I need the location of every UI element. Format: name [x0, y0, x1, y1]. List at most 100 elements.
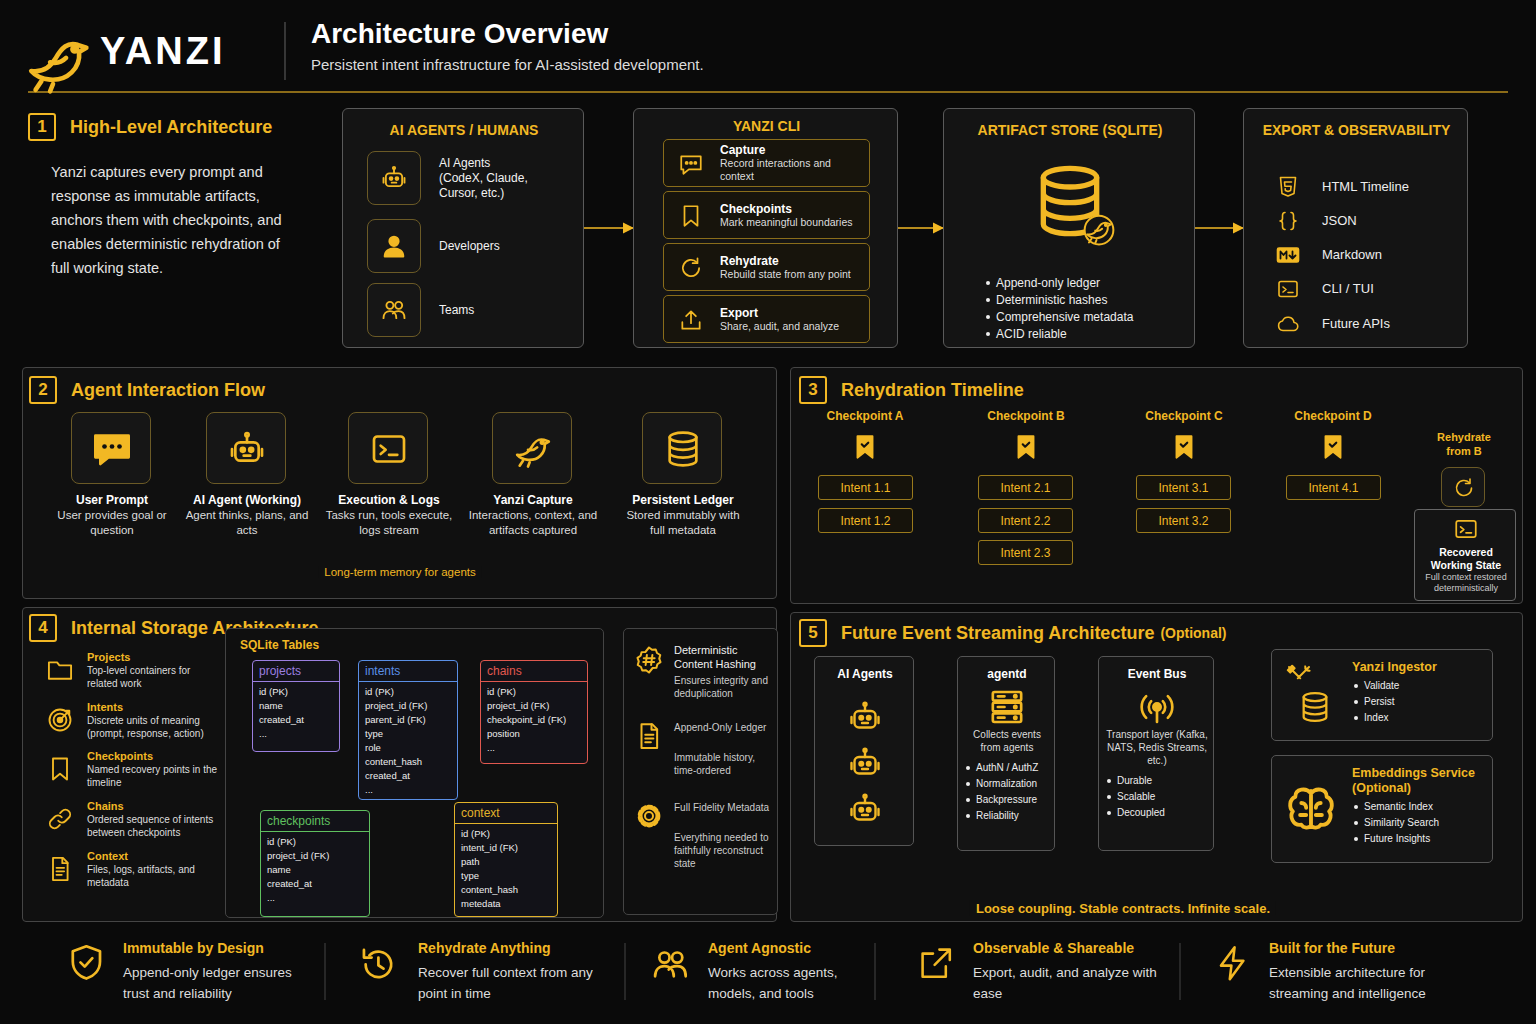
text-column: RehydrateRebuild state from any point [664, 244, 869, 290]
graphic-part [73, 946, 100, 978]
node-text: Stored immutably with full metadata [618, 508, 748, 538]
node-text: Recovered Working State [1418, 546, 1514, 572]
node-text: id (PK) [253, 685, 339, 699]
node-text: project_id (FK) [481, 699, 587, 713]
icon [46, 755, 74, 783]
table-box: checkpointsid (PK)project_id (FK)namecre… [260, 810, 370, 917]
node-text: Share, audit, and analyze [720, 320, 864, 333]
checkpoint-marker: Checkpoint A [852, 433, 878, 461]
node-text: chains [481, 661, 587, 682]
graphic-part [389, 236, 398, 245]
icon [227, 429, 267, 469]
icon [1282, 780, 1340, 838]
feature-text: Rehydrate Anything [418, 940, 608, 956]
node-text: Rebuild state from any point [720, 268, 864, 281]
graphic-part [1466, 479, 1471, 484]
icon [678, 307, 704, 333]
graphic-part [1304, 697, 1327, 721]
graphic-part [859, 716, 863, 720]
intent-pill: Intent 2.1 [978, 475, 1073, 500]
icon [847, 699, 883, 735]
node-text: Mark meaningful boundaries [720, 216, 864, 229]
graphic-part [642, 724, 658, 748]
node-text: Discrete units of meaning (prompt, respo… [87, 714, 221, 740]
node-text: 3 [799, 376, 827, 404]
icon [92, 429, 132, 469]
node-text: EXPORT & OBSERVABILITY [1244, 121, 1469, 139]
group-box: SQLite Tablesprojectsid (PK)namecreated_… [225, 628, 604, 918]
node-text: User Prompt [47, 493, 177, 508]
node-text: User provides goal or question [47, 508, 177, 538]
text-column: projectsid (PK)namecreated_at... [253, 661, 339, 751]
intent-pill: Intent 2.3 [978, 540, 1073, 565]
node-text: project_id (FK) [261, 849, 369, 863]
feature-text: Extensible architecture for streaming an… [1269, 962, 1474, 1004]
text-column: YANZI CLI [634, 117, 899, 135]
section-panel: 3Rehydration TimelineCheckpoint ACheckpo… [790, 367, 1523, 604]
graphic-part [80, 958, 92, 967]
graphic-part [57, 858, 68, 875]
service-box: Event BusTransport layer (Kafka, NATS, R… [1098, 656, 1214, 851]
feature-icon [655, 953, 686, 977]
icon [46, 855, 74, 883]
graphic-part [859, 808, 863, 812]
node-text: parent_id (FK) [359, 713, 457, 727]
feature-icon [73, 946, 100, 978]
graphic-part [1043, 168, 1096, 187]
node-text: YANZI CLI [634, 117, 899, 135]
graphic-part [864, 703, 867, 706]
entity-row: ProjectsTop-level containers for related… [43, 647, 221, 693]
graphic-part [232, 437, 262, 456]
icon [852, 434, 878, 460]
heading-row: 1High-Level Architecture [28, 113, 272, 141]
icon [380, 232, 408, 260]
node-text: Intent 1.2 [840, 514, 890, 528]
graphic-part [867, 716, 871, 720]
graphic-part [1153, 703, 1160, 710]
graphic-part [1089, 229, 1102, 243]
node-text: Full context restored deterministically [1418, 572, 1514, 594]
entity-row: ChainsOrdered sequence of intents betwee… [43, 796, 221, 842]
graphic-part [862, 443, 869, 447]
icon [663, 429, 703, 469]
node-text: HTML Timeline [1322, 179, 1462, 195]
node-text: Decoupled [1105, 805, 1209, 821]
graphic-part [72, 47, 77, 52]
feature-divider [625, 943, 626, 1000]
connector-label: Loose coupling. Stable contracts. Infini… [970, 901, 1276, 916]
node-text: created_at [261, 877, 369, 891]
component-card: ARTIFACT STORE (SQLITE)Append-only ledge… [943, 108, 1195, 348]
node-text: Record interactions and context [720, 157, 864, 183]
text-column: Yanzi IngestorValidatePersistIndex [1352, 660, 1488, 726]
icon [1276, 209, 1300, 233]
text-column: Intent 2.2 [979, 509, 1072, 532]
text-column: Rehydrate from B [1433, 430, 1495, 458]
node-text: Capture [720, 143, 864, 157]
graphic-part [681, 156, 701, 173]
service-box: Yanzi IngestorValidatePersistIndex [1271, 649, 1493, 741]
header-divider [284, 22, 285, 80]
text-column: Teams [367, 283, 567, 337]
node-text: Index [1352, 710, 1488, 726]
graphic-part [1018, 436, 1033, 458]
component-card: YANZI CLI CaptureRecord interactions and … [633, 108, 898, 348]
feature-icon [364, 950, 391, 977]
node-text: Execution & Logs [324, 493, 454, 508]
icon [369, 429, 409, 469]
graphic-part [1304, 693, 1327, 701]
icon [380, 164, 408, 192]
graphic-part [1221, 947, 1243, 979]
icon [1137, 687, 1177, 727]
graphic-part [852, 752, 879, 769]
node-text: Append-Only Ledger [674, 721, 774, 734]
node-text: Intent 4.1 [1308, 481, 1358, 495]
node-text: Intent 3.1 [1158, 481, 1208, 495]
feature-divider [1180, 943, 1181, 1000]
icon [1453, 516, 1479, 542]
icon [634, 801, 664, 831]
text-column: Persistent LedgerStored immutably with f… [618, 493, 748, 538]
text-column: intentsid (PK)project_id (FK)parent_id (… [359, 661, 457, 799]
node-text: name [261, 863, 369, 877]
actor-row: Developers [367, 219, 567, 273]
node-text: Intent 2.2 [1000, 514, 1050, 528]
